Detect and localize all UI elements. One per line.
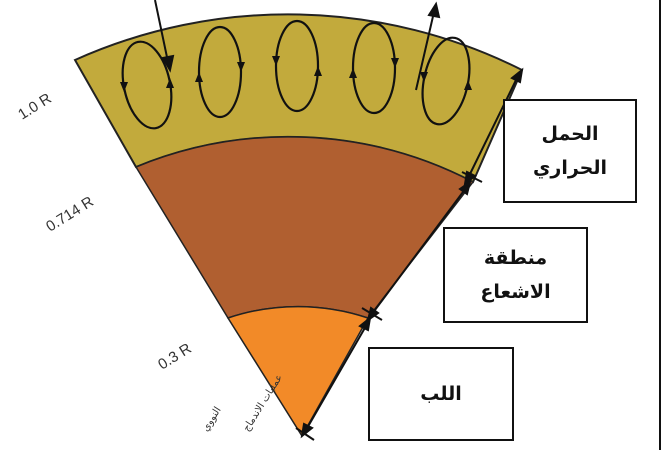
core-caption-line1: عمليات الاندماج	[241, 373, 285, 434]
core-label: اللب	[420, 377, 462, 411]
convection-label-line2: الحراري	[533, 151, 607, 185]
core-caption-line2: النووي	[200, 405, 223, 433]
radiation-zone	[136, 137, 473, 318]
right-border-line	[659, 0, 661, 450]
radiation-label-line2: الاشعاع	[480, 275, 550, 309]
label-box-radiation: منطقة الاشعاع	[443, 227, 588, 323]
radiation-label-line1: منطقة	[484, 241, 547, 275]
label-box-convection: الحمل الحراري	[503, 99, 637, 203]
convection-label-line1: الحمل	[541, 117, 598, 151]
label-box-core: اللب	[368, 347, 514, 441]
radius-label-middle: 0.714 R	[43, 193, 97, 235]
radius-label-outer: 1.0 R	[15, 90, 55, 124]
radius-label-inner: 0.3 R	[155, 340, 195, 374]
